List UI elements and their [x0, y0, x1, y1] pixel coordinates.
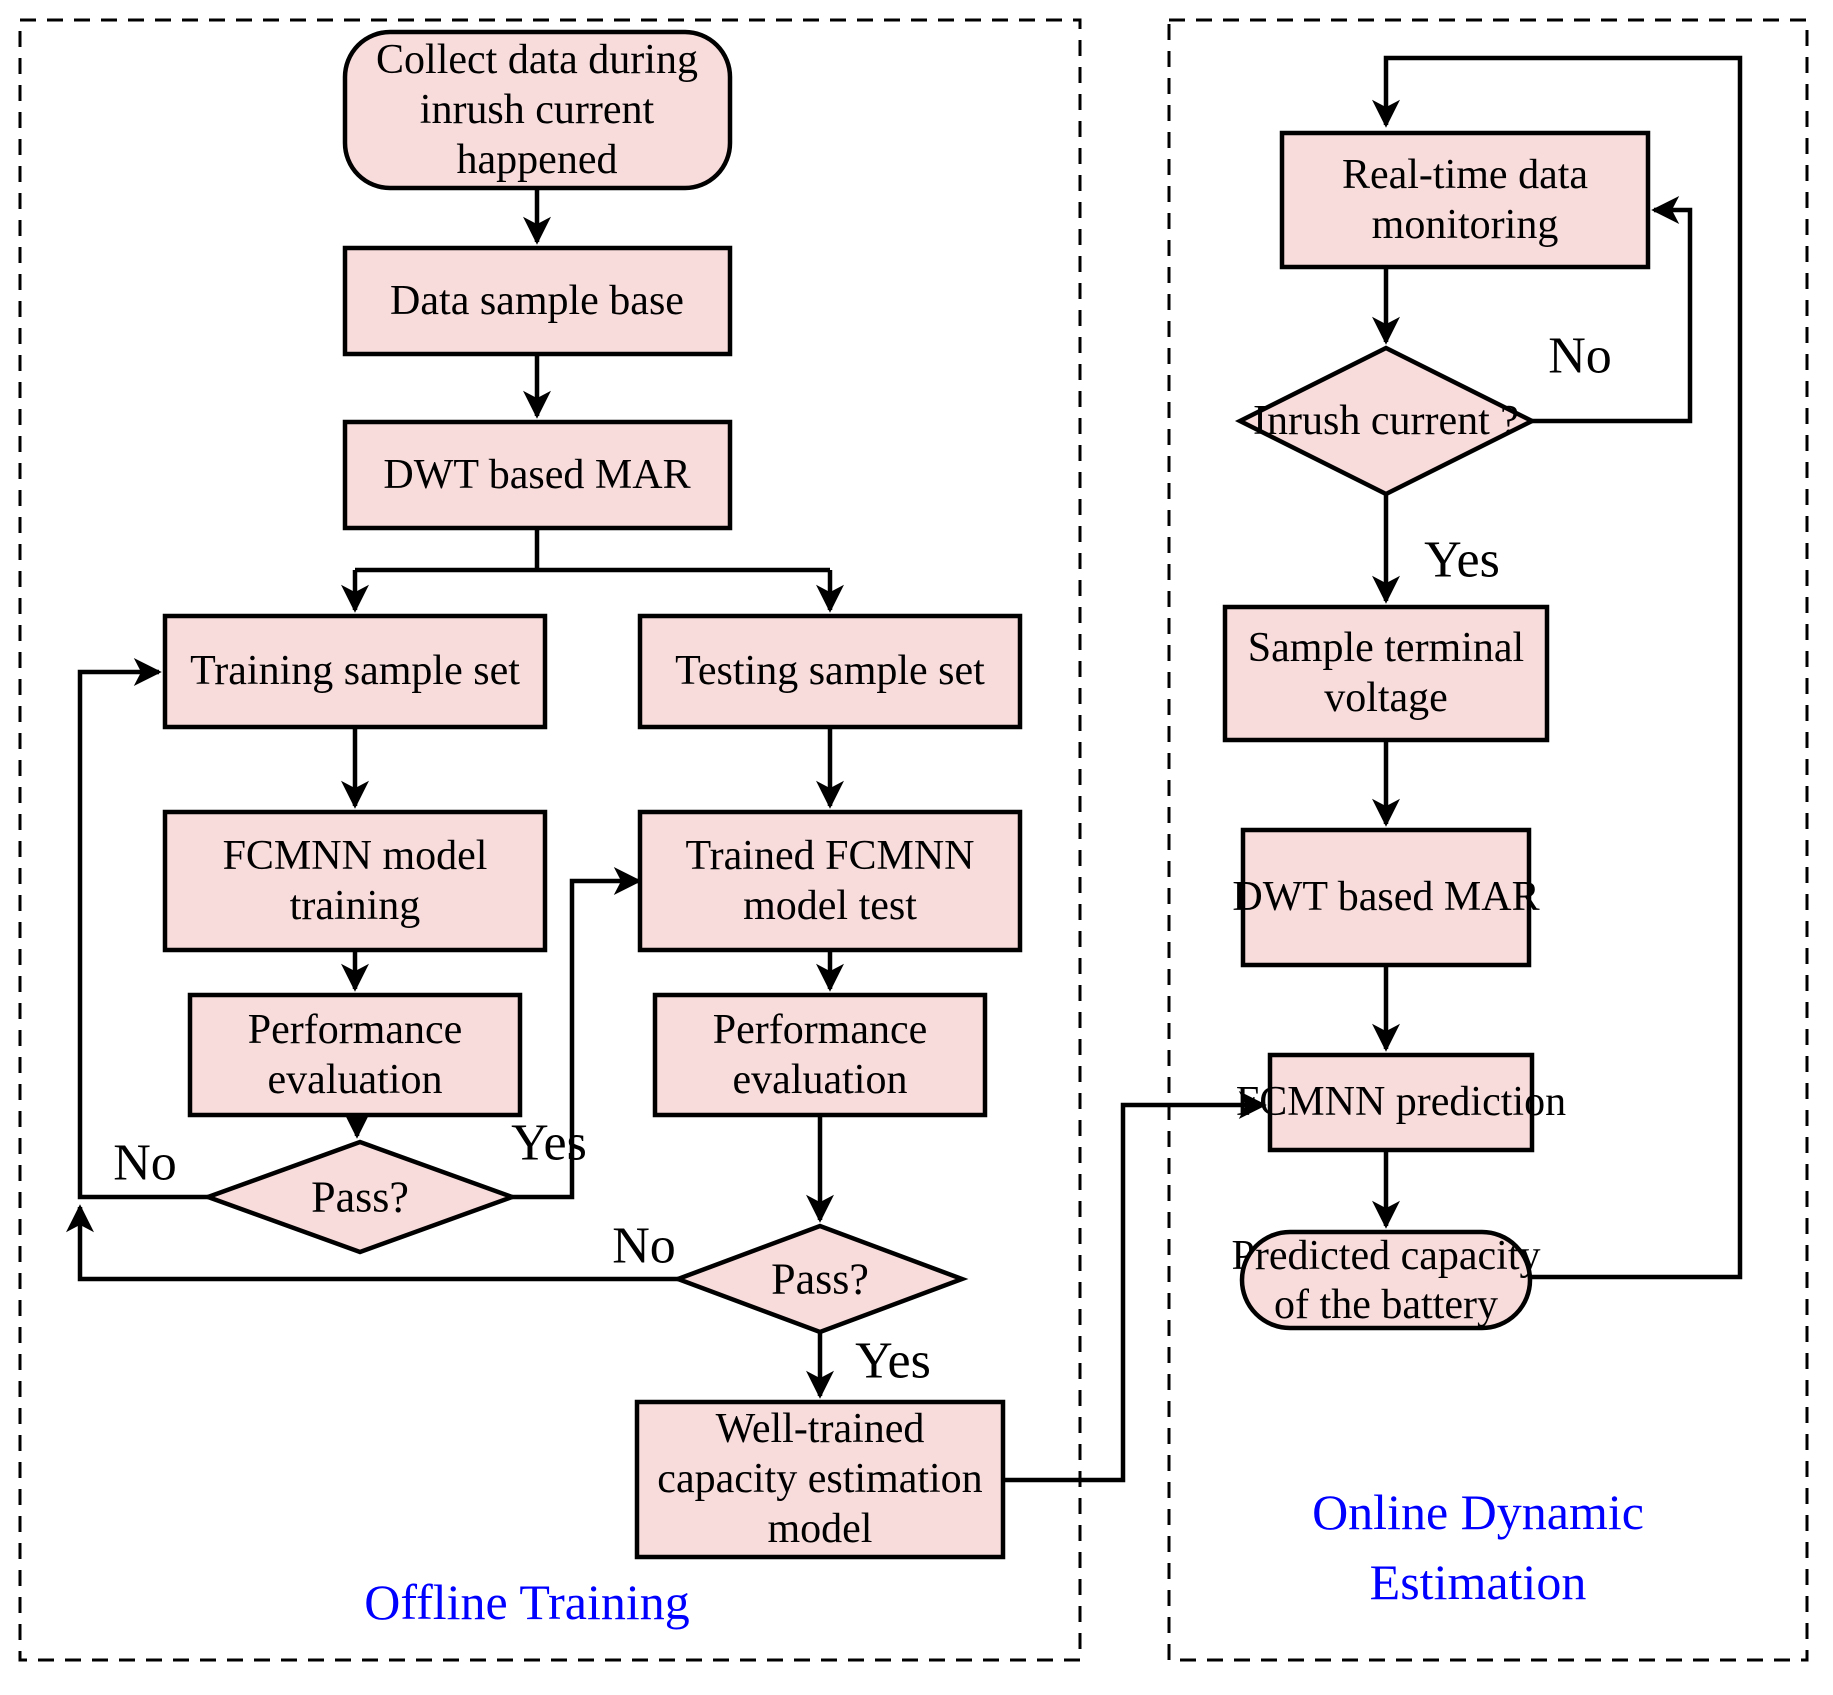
node-dwt-mar-online-line1: DWT based MAR: [1232, 874, 1539, 920]
node-predicted-capacity-line2: of the battery: [1274, 1282, 1498, 1328]
node-training-sample-set-shape: [162, 613, 548, 730]
node-realtime-monitoring: Real-time data monitoring: [1279, 130, 1651, 270]
online-panel-title-line2: Estimation: [1370, 1554, 1587, 1610]
node-well-trained-model: Well-trained capacity estimation model: [634, 1399, 1006, 1560]
node-fcmnn-model-training-shape: [162, 809, 548, 953]
node-performance-evaluation-train-line1: Performance: [248, 1007, 463, 1053]
node-sample-terminal-voltage-line2: voltage: [1324, 675, 1448, 721]
online-panel-border: [1167, 18, 1809, 1662]
node-sample-terminal-voltage: Sample terminal voltage: [1222, 604, 1550, 743]
edge-pass1-yes: [512, 867, 642, 1200]
node-collect-data-line3: happened: [457, 137, 618, 183]
label-pass2-no: No: [612, 1218, 676, 1275]
label-pass2-yes: Yes: [855, 1333, 931, 1390]
node-collect-data-line2: inrush current: [420, 87, 655, 133]
node-well-trained-model-line1: Well-trained: [716, 1406, 925, 1452]
node-training-sample-set-line1: Training sample set: [190, 648, 520, 694]
offline-panel-title: Offline Training: [364, 1574, 690, 1630]
node-sample-terminal-voltage-shape: [1222, 604, 1550, 743]
node-well-trained-model-shape: [634, 1399, 1006, 1560]
node-fcmnn-prediction: FCMNN prediction: [1236, 1052, 1566, 1153]
node-collect-data-line1: Collect data during: [376, 37, 698, 83]
node-inrush-current-decision-line1: Inrush current ?: [1253, 398, 1519, 444]
label-inrush-no: No: [1548, 328, 1612, 385]
node-dwt-mar-online-shape: [1240, 827, 1532, 968]
node-pass-decision-test: Pass?: [671, 1223, 969, 1335]
node-trained-fcmnn-model-test-line1: Trained FCMNN: [686, 833, 975, 879]
node-realtime-monitoring-line2: monitoring: [1372, 202, 1559, 248]
edge-capacity-feedback-loop: [1372, 55, 1743, 1280]
edge-model-to-prediction: [1003, 1091, 1267, 1483]
edge-pass2-no-loop: [66, 1204, 678, 1282]
node-testing-sample-set-line1: Testing sample set: [675, 648, 985, 694]
online-panel-title-line1: Online Dynamic: [1312, 1484, 1644, 1540]
node-well-trained-model-line2: capacity estimation: [657, 1456, 982, 1502]
label-inrush-yes: Yes: [1424, 532, 1500, 589]
node-trained-fcmnn-model-test-line2: model test: [743, 883, 917, 929]
node-pass-decision-test-shape: [671, 1223, 969, 1335]
node-fcmnn-prediction-shape: [1267, 1052, 1535, 1153]
node-pass-decision-test-line1: Pass?: [771, 1255, 869, 1304]
node-predicted-capacity-shape: [1239, 1229, 1533, 1331]
node-realtime-monitoring-line1: Real-time data: [1342, 152, 1588, 198]
edge-pass1-no-loop: [77, 658, 208, 1200]
node-fcmnn-model-training-line1: FCMNN model: [223, 833, 488, 879]
node-testing-sample-set-shape: [637, 613, 1023, 730]
node-performance-evaluation-test: Performance evaluation: [652, 992, 988, 1118]
node-trained-fcmnn-model-test: Trained FCMNN model test: [637, 809, 1023, 953]
node-performance-evaluation-test-line2: evaluation: [733, 1057, 908, 1103]
node-performance-evaluation-train-line2: evaluation: [268, 1057, 443, 1103]
label-pass1-yes: Yes: [511, 1115, 587, 1172]
node-fcmnn-prediction-line1: FCMNN prediction: [1236, 1079, 1566, 1125]
node-well-trained-model-line3: model: [768, 1506, 873, 1552]
node-dwt-mar-offline-line1: DWT based MAR: [383, 452, 690, 498]
edge-dwt-split: [355, 528, 830, 573]
node-inrush-current-decision: Inrush current ?: [1234, 345, 1538, 497]
node-pass-decision-train-line1: Pass?: [311, 1173, 409, 1222]
node-training-sample-set: Training sample set: [162, 613, 548, 730]
node-data-sample-base: Data sample base: [342, 245, 733, 357]
node-performance-evaluation-test-shape: [652, 992, 988, 1118]
node-realtime-monitoring-shape: [1279, 130, 1651, 270]
node-dwt-mar-offline: DWT based MAR: [342, 419, 733, 531]
node-sample-terminal-voltage-line1: Sample terminal: [1248, 625, 1524, 671]
node-predicted-capacity: Predicted capacity of the battery: [1231, 1229, 1541, 1331]
node-testing-sample-set: Testing sample set: [637, 613, 1023, 730]
node-performance-evaluation-train-shape: [187, 992, 523, 1118]
label-pass1-no: No: [113, 1135, 177, 1192]
edge-inrush-no-loop: [1532, 196, 1693, 424]
node-performance-evaluation-train: Performance evaluation: [187, 992, 523, 1118]
node-pass-decision-train-shape: [201, 1139, 519, 1255]
node-dwt-mar-online: DWT based MAR: [1232, 827, 1540, 968]
node-fcmnn-model-training-line2: training: [290, 883, 421, 929]
node-inrush-current-decision-shape: [1234, 345, 1538, 497]
node-pass-decision-train: Pass?: [201, 1139, 519, 1255]
node-performance-evaluation-test-line1: Performance: [713, 1007, 928, 1053]
node-data-sample-base-line1: Data sample base: [390, 278, 684, 324]
node-predicted-capacity-line1: Predicted capacity: [1231, 1233, 1540, 1279]
node-dwt-mar-offline-shape: [342, 419, 733, 531]
node-data-sample-base-shape: [342, 245, 733, 357]
node-collect-data-shape: [342, 29, 733, 191]
node-collect-data: Collect data during inrush current happe…: [342, 29, 733, 191]
node-fcmnn-model-training: FCMNN model training: [162, 809, 548, 953]
node-trained-fcmnn-model-test-shape: [637, 809, 1023, 953]
